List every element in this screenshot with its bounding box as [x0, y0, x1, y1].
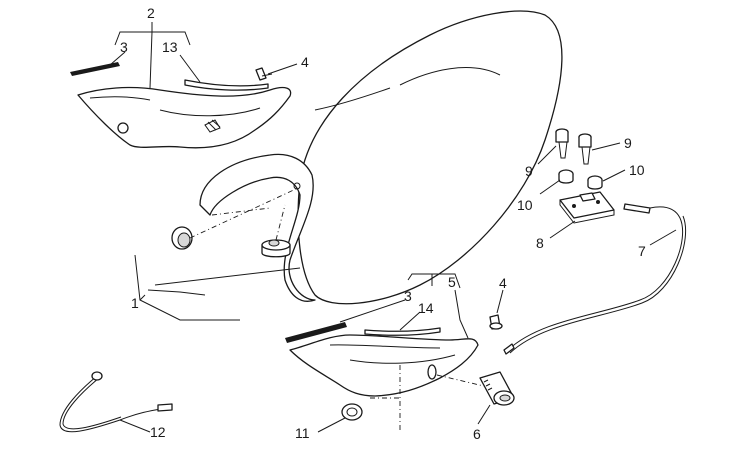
callout-11: 11 — [295, 425, 310, 441]
spacer-right — [587, 175, 603, 190]
callout-14: 14 — [418, 300, 434, 316]
screw-bottom — [489, 314, 503, 330]
decal-stripe-top — [70, 62, 120, 76]
lock-bracket — [559, 191, 615, 224]
callout-8: 8 — [536, 235, 544, 251]
screw-top — [255, 67, 273, 81]
callout-4-bottom: 4 — [499, 275, 507, 291]
callout-9-right: 9 — [624, 135, 632, 151]
callout-6: 6 — [473, 426, 481, 442]
rubber-buffer-left — [171, 226, 193, 250]
spacer-left — [558, 169, 574, 184]
side-panel-left — [77, 79, 292, 149]
callout-5: 5 — [448, 274, 456, 290]
lock-cable — [503, 203, 687, 355]
callout-3-top: 3 — [120, 39, 128, 55]
release-cable — [59, 371, 173, 433]
callout-13: 13 — [162, 39, 178, 55]
seat-lock-barrel — [479, 371, 515, 406]
decal-stripe-bottom — [285, 322, 347, 343]
callout-1: 1 — [131, 295, 139, 311]
callout-10-right: 10 — [629, 162, 645, 178]
callout-3-bottom: 3 — [404, 288, 412, 304]
bolt-left — [555, 128, 569, 159]
lock-nut — [341, 403, 363, 421]
callout-9-left: 9 — [525, 163, 533, 179]
callout-7: 7 — [638, 243, 646, 259]
rubber-buffer-right — [261, 239, 291, 258]
callout-10-left: 10 — [517, 197, 533, 213]
callout-2: 2 — [147, 5, 155, 21]
side-panel-right — [289, 327, 479, 397]
bolt-right — [578, 133, 592, 165]
callout-12: 12 — [150, 424, 166, 440]
seat — [199, 10, 563, 305]
callout-4-top: 4 — [301, 54, 309, 70]
